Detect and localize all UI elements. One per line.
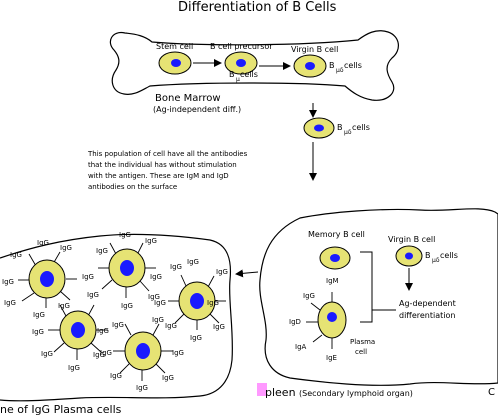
igg-label: IgG (68, 364, 80, 372)
note-line-3: with the antigen. These are IgM and IgD (88, 172, 229, 180)
igg-label: IgG (110, 372, 122, 380)
igg-label: IgG (172, 349, 184, 357)
note-line-4: antibodies on the surface (88, 183, 177, 191)
plasma-cell-label: cell (355, 348, 367, 356)
spleen-b-cells-label: cells (440, 251, 458, 260)
plasma-cell-4 (48, 304, 108, 360)
igg-label: IgG (121, 302, 133, 310)
virgin-b-cell-spleen (395, 245, 423, 267)
bone-marrow-sublabel: (Ag-independent diff.) (153, 105, 241, 114)
transit-cells-label: cells (352, 123, 370, 132)
memory-b-cell (319, 246, 351, 270)
b-mud-cells-label-marrow: cells (344, 61, 362, 70)
plasma-cell-2 (98, 242, 156, 298)
stem-cell-label: Stem cell (156, 42, 193, 51)
igg-label: IgG (148, 293, 160, 301)
transit-subscript: μδ (344, 129, 352, 136)
spleen-outline (259, 208, 498, 386)
b-mud-subscript-marrow: μδ (336, 67, 344, 74)
plasma-cell-3 (168, 274, 226, 330)
igg-label: IgG (100, 349, 112, 357)
spleen-b-letter: B (425, 251, 431, 260)
transit-b-cell (303, 117, 335, 139)
ag-dependent-label: Ag-dependent (399, 299, 456, 308)
igd-label: IgD (289, 318, 301, 326)
igg-label: IgG (145, 237, 157, 245)
iga-label: IgA (295, 343, 307, 351)
memory-plasma-bracket (360, 251, 373, 323)
igg-label: IgG (97, 327, 109, 335)
igg-label: IgG (150, 273, 162, 281)
b-mu-subscript: μ (236, 76, 240, 83)
ige-label: IgE (326, 354, 337, 362)
virgin-b-cell-marrow (293, 54, 327, 78)
virgin-b-label-spleen: Virgin B cell (388, 235, 435, 244)
spleen-b-subscript: μδ (432, 257, 440, 264)
stem-cell (158, 51, 192, 75)
igg-label: IgG (87, 291, 99, 299)
transit-b-letter: B (337, 123, 343, 132)
virgin-b-label: Virgin B cell (291, 45, 338, 54)
plasma-cell-spleen (306, 292, 347, 349)
plasma-label: Plasma (350, 338, 375, 346)
igg-label: IgG (152, 316, 164, 324)
igg-label: IgG (162, 374, 174, 382)
b-mud-letter-marrow: B (329, 61, 335, 70)
igg-label: IgG (32, 328, 44, 336)
plasma-igg-labels: IgG IgG IgG IgG IgG IgG IgG IgG IgG IgG … (2, 231, 228, 392)
igg-label-spleen: IgG (303, 292, 315, 300)
memory-b-label: Memory B cell (308, 230, 365, 239)
igg-label: IgG (216, 268, 228, 276)
spleen-edge-letter: C (488, 387, 495, 398)
differentiation-label: differentiation (399, 311, 455, 320)
igg-label: IgG (60, 244, 72, 252)
spleen-sublabel: (Secondary lymphoid organ) (299, 389, 413, 398)
b-precursor-label: B cell precursor (210, 42, 273, 51)
spleen-label: pleen (265, 386, 296, 399)
igg-label: IgG (10, 251, 22, 259)
igg-label: IgG (170, 263, 182, 271)
igg-label: IgG (58, 302, 70, 310)
plasma-bottom-label: ne of IgG Plasma cells (0, 403, 122, 416)
spleen-label-accent (257, 383, 267, 396)
igg-label: IgG (33, 311, 45, 319)
igg-label: IgG (213, 323, 225, 331)
bone-marrow-label: Bone Marrow (155, 93, 221, 104)
igg-label: IgG (190, 334, 202, 342)
igg-label: IgG (187, 258, 199, 266)
igm-label: IgM (326, 277, 339, 285)
igg-label: IgG (119, 231, 131, 239)
diagram-title: Differentiation of B Cells (178, 0, 337, 15)
igg-label: IgG (112, 321, 124, 329)
note-line-1: This population of cell have all the ant… (87, 150, 248, 158)
igg-label: IgG (165, 322, 177, 330)
igg-label: IgG (93, 351, 105, 359)
igg-label: IgG (41, 350, 53, 358)
b-precursor-cell (224, 51, 258, 75)
plasma-cell-5 (113, 323, 173, 381)
b-mu-letter: B (229, 70, 235, 79)
igg-label: IgG (154, 299, 166, 307)
b-mu-cells-label: cells (240, 70, 258, 79)
igg-label: IgG (2, 278, 14, 286)
igg-label: IgG (82, 273, 94, 281)
igg-label: IgG (37, 239, 49, 247)
igg-label: IgG (136, 384, 148, 392)
plasma-cell-1 (18, 251, 77, 308)
note-line-2: that the individual has without stimulat… (88, 161, 237, 169)
igg-label: IgG (207, 299, 219, 307)
igg-label: IgG (4, 299, 16, 307)
bone-marrow-outline (109, 30, 399, 101)
arrow-spleen-to-plasma (235, 269, 259, 278)
igg-label: IgG (96, 247, 108, 255)
plasma-region-outline (0, 233, 233, 402)
